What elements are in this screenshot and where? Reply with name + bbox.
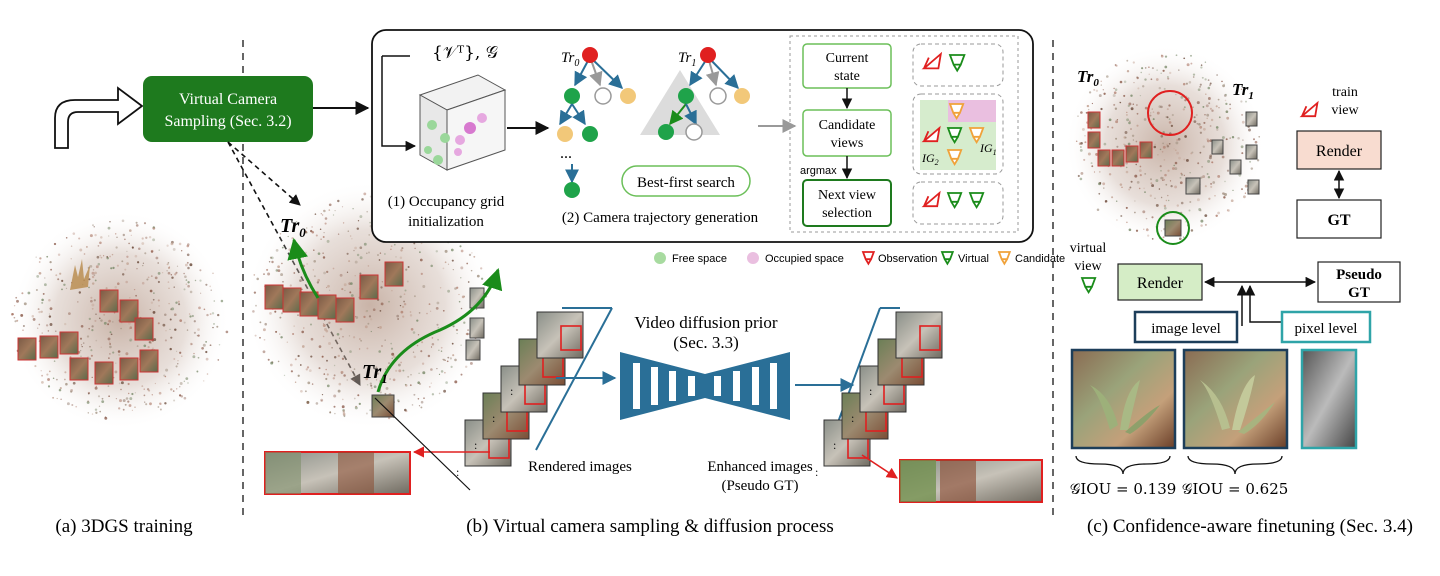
occupancy-label-line2: initialization (408, 214, 484, 230)
camera-icons (921, 51, 985, 210)
trajectory-label: (2) Camera trajectory generation (562, 210, 759, 226)
train-view-label-line1: train (1332, 85, 1358, 100)
sampler-label-line1: Virtual Camera (179, 91, 277, 108)
svg-text:Render: Render (1316, 143, 1363, 160)
svg-text::: : (833, 438, 836, 452)
enhanced-stack: :::: (815, 311, 943, 479)
plant-a (70, 259, 90, 290)
svg-text:Occupied space: Occupied space (765, 253, 844, 265)
virtual-view-label-line2: view (1074, 259, 1102, 274)
flow-next-view: Next view selection (802, 179, 892, 227)
rendered-label: Rendered images (528, 459, 632, 475)
train-view-label-line2: view (1331, 103, 1359, 118)
render-bottom-box (1117, 263, 1203, 301)
dashed-arrow-tr0 (227, 141, 301, 206)
camera-thumbnails-a (17, 289, 159, 385)
gt-box (1296, 199, 1382, 239)
svg-text:Tr1: Tr1 (1232, 80, 1254, 102)
svg-text:Candidate: Candidate (819, 118, 876, 133)
panel-a (10, 210, 230, 430)
succulent-leaves (1090, 375, 1275, 434)
svg-text::: : (510, 384, 513, 398)
enhanced-label-line2: (Pseudo GT) (721, 478, 798, 494)
tree-tr1: Tr1 (640, 47, 750, 141)
image-giou-1 (1070, 348, 1177, 450)
caption-b: (b) Virtual camera sampling & diffusion … (466, 516, 834, 537)
caption-c: (c) Confidence-aware finetuning (Sec. 3.… (1087, 516, 1413, 537)
svg-text:Tr0: Tr0 (1077, 67, 1099, 89)
svg-text::: : (815, 465, 818, 479)
best-first-search-box (621, 165, 751, 197)
svg-text:Render: Render (1137, 275, 1184, 292)
flow-current-state: Current state (802, 43, 892, 89)
image-level-box (1133, 310, 1239, 344)
svg-text:...: ... (560, 145, 572, 162)
svg-text:selection: selection (822, 206, 872, 221)
giou-1-label: 𝒢IOU = 0.139 (1070, 480, 1177, 498)
diffusion-label-line1: Video diffusion prior (634, 313, 777, 332)
svg-text:IG2: IG2 (921, 151, 939, 167)
caption-a: (a) 3DGS training (55, 516, 193, 537)
best-first-search-label: Best-first search (637, 175, 735, 191)
rendered-crop-zoom (264, 397, 490, 495)
pixel-level-box (1280, 310, 1372, 344)
set-label: {𝒱ᵀ}, 𝒢 (432, 43, 498, 63)
panel-c-camera-icons (1080, 100, 1319, 295)
svg-text:GT: GT (1348, 285, 1370, 301)
svg-text:IG1: IG1 (979, 141, 997, 157)
svg-text:state: state (834, 69, 860, 84)
scene-tr0-label: Tr0 (280, 215, 306, 240)
svg-text::: : (851, 411, 854, 425)
enhanced-label-line1: Enhanced images (707, 459, 813, 475)
svg-text::: : (492, 411, 495, 425)
input-hollow-arrow (54, 86, 144, 149)
svg-text::: : (456, 465, 459, 479)
image-giou-2 (1182, 348, 1289, 450)
sampler-label-line2: Sampling (Sec. 3.2) (164, 113, 291, 130)
render-top-box (1296, 130, 1382, 170)
occupancy-cube (418, 74, 507, 171)
svg-text:Tr1: Tr1 (678, 50, 696, 69)
diffusion-label-line2: (Sec. 3.3) (673, 333, 739, 352)
svg-text:image level: image level (1151, 321, 1221, 337)
diffusion-network (620, 352, 790, 420)
pixel-map (1300, 348, 1358, 450)
svg-text:GT: GT (1327, 212, 1350, 229)
flow-dashed-frame (789, 35, 1019, 233)
svg-text::: : (474, 438, 477, 452)
svg-text:Tr0: Tr0 (561, 50, 579, 69)
tree-tr0: Tr0 ... (557, 47, 636, 198)
argmax-label: argmax (800, 165, 837, 177)
legend: Free space Occupied space Observation Vi… (654, 251, 1065, 266)
svg-text::: : (869, 384, 872, 398)
svg-text:Candidate: Candidate (1015, 253, 1065, 265)
svg-text:pixel level: pixel level (1295, 321, 1358, 337)
pseudo-gt-box (1317, 261, 1401, 303)
occupancy-label-line1: (1) Occupancy grid (388, 194, 505, 210)
virtual-view-label-line1: virtual (1070, 241, 1107, 256)
enhanced-crop-zoom (861, 454, 1043, 503)
svg-text:Virtual: Virtual (958, 253, 989, 265)
svg-text:Pseudo: Pseudo (1336, 267, 1382, 283)
virtual-camera-sampling-box (143, 76, 313, 142)
svg-text:Observation: Observation (878, 253, 937, 265)
svg-text:Current: Current (826, 51, 869, 66)
svg-text:Next view: Next view (818, 188, 877, 203)
panel-c-scene: Tr0 Tr1 (1065, 45, 1265, 245)
svg-text:views: views (831, 136, 864, 151)
scene-tr1-label: Tr1 (362, 361, 388, 386)
flow-candidate-views: Candidate views (802, 109, 892, 157)
svg-text:Free space: Free space (672, 253, 727, 265)
giou-2-label: 𝒢IOU = 0.625 (1182, 480, 1289, 498)
rendered-stack: :::: (456, 311, 584, 479)
